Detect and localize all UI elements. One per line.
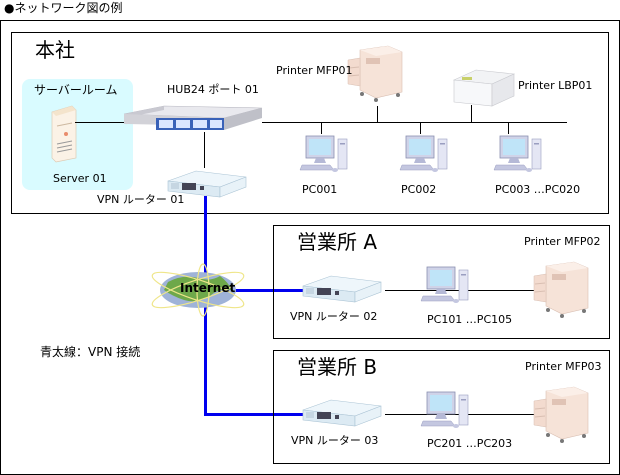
printer-mfp02-label: Printer MFP02: [524, 235, 601, 248]
diagram-title: ●ネットワーク図の例: [4, 1, 123, 15]
branch-b-box: [273, 350, 610, 464]
vpn-router-01-label: VPN ルーター 01: [97, 193, 185, 206]
server-room-label: サーバールーム: [34, 83, 118, 97]
mfp01-drop: [377, 106, 378, 122]
internet-label: Internet: [180, 281, 236, 295]
pc001-icon: [299, 135, 348, 173]
pc003-icon: [493, 135, 542, 173]
internet-globe-icon: [151, 263, 245, 317]
pc001-label: PC001: [302, 183, 338, 196]
vpn-link-branch-a: [206, 289, 304, 292]
vpn-router-03-label: VPN ルーター 03: [291, 434, 379, 447]
printer-mfp02-icon: [533, 261, 589, 319]
vpn-legend: 青太線：VPN 接続: [40, 345, 141, 359]
pc002-drop: [420, 122, 421, 134]
branch-a-box: [273, 225, 610, 339]
pc101-icon: [420, 266, 469, 304]
printer-mfp01-icon: [347, 45, 403, 103]
hub-router-link: [204, 132, 205, 168]
pc002-icon: [399, 135, 448, 173]
pc201-pc203-label: PC201 …PC203: [427, 437, 513, 450]
printer-mfp03-label: Printer MFP03: [525, 360, 602, 373]
head-office-label: 本社: [35, 38, 75, 62]
server-room: [22, 79, 133, 190]
lan-backbone: [262, 122, 567, 123]
head-office-box: [11, 32, 609, 214]
branch-b-label: 営業所 B: [297, 355, 378, 379]
hub-icon: [123, 105, 263, 130]
server-icon: [51, 105, 77, 163]
lbp01-drop: [471, 105, 472, 122]
pc001-drop: [321, 122, 322, 134]
vpn-router-02-icon: [302, 275, 382, 303]
vpn-router-02-label: VPN ルーター 02: [290, 310, 378, 323]
printer-mfp01-label: Printer MFP01: [276, 64, 353, 77]
server-label: Server 01: [53, 172, 107, 185]
server-hub-link: [75, 122, 155, 123]
hub-label: HUB24 ポート 01: [167, 83, 259, 96]
branch-a-label: 営業所 A: [297, 230, 378, 254]
vpn-link-branch-b: [204, 413, 304, 416]
vpn-router-03-icon: [302, 399, 382, 427]
pc101-pc105-label: PC101 …PC105: [427, 313, 513, 326]
printer-lbp01-icon: [452, 69, 516, 107]
printer-mfp03-icon: [533, 386, 589, 444]
printer-lbp01-label: Printer LBP01: [518, 79, 593, 92]
pc201-icon: [420, 391, 469, 429]
pc003-pc020-label: PC003 …PC020: [495, 183, 581, 196]
pc002-label: PC002: [401, 183, 437, 196]
pc003-drop: [508, 122, 509, 134]
